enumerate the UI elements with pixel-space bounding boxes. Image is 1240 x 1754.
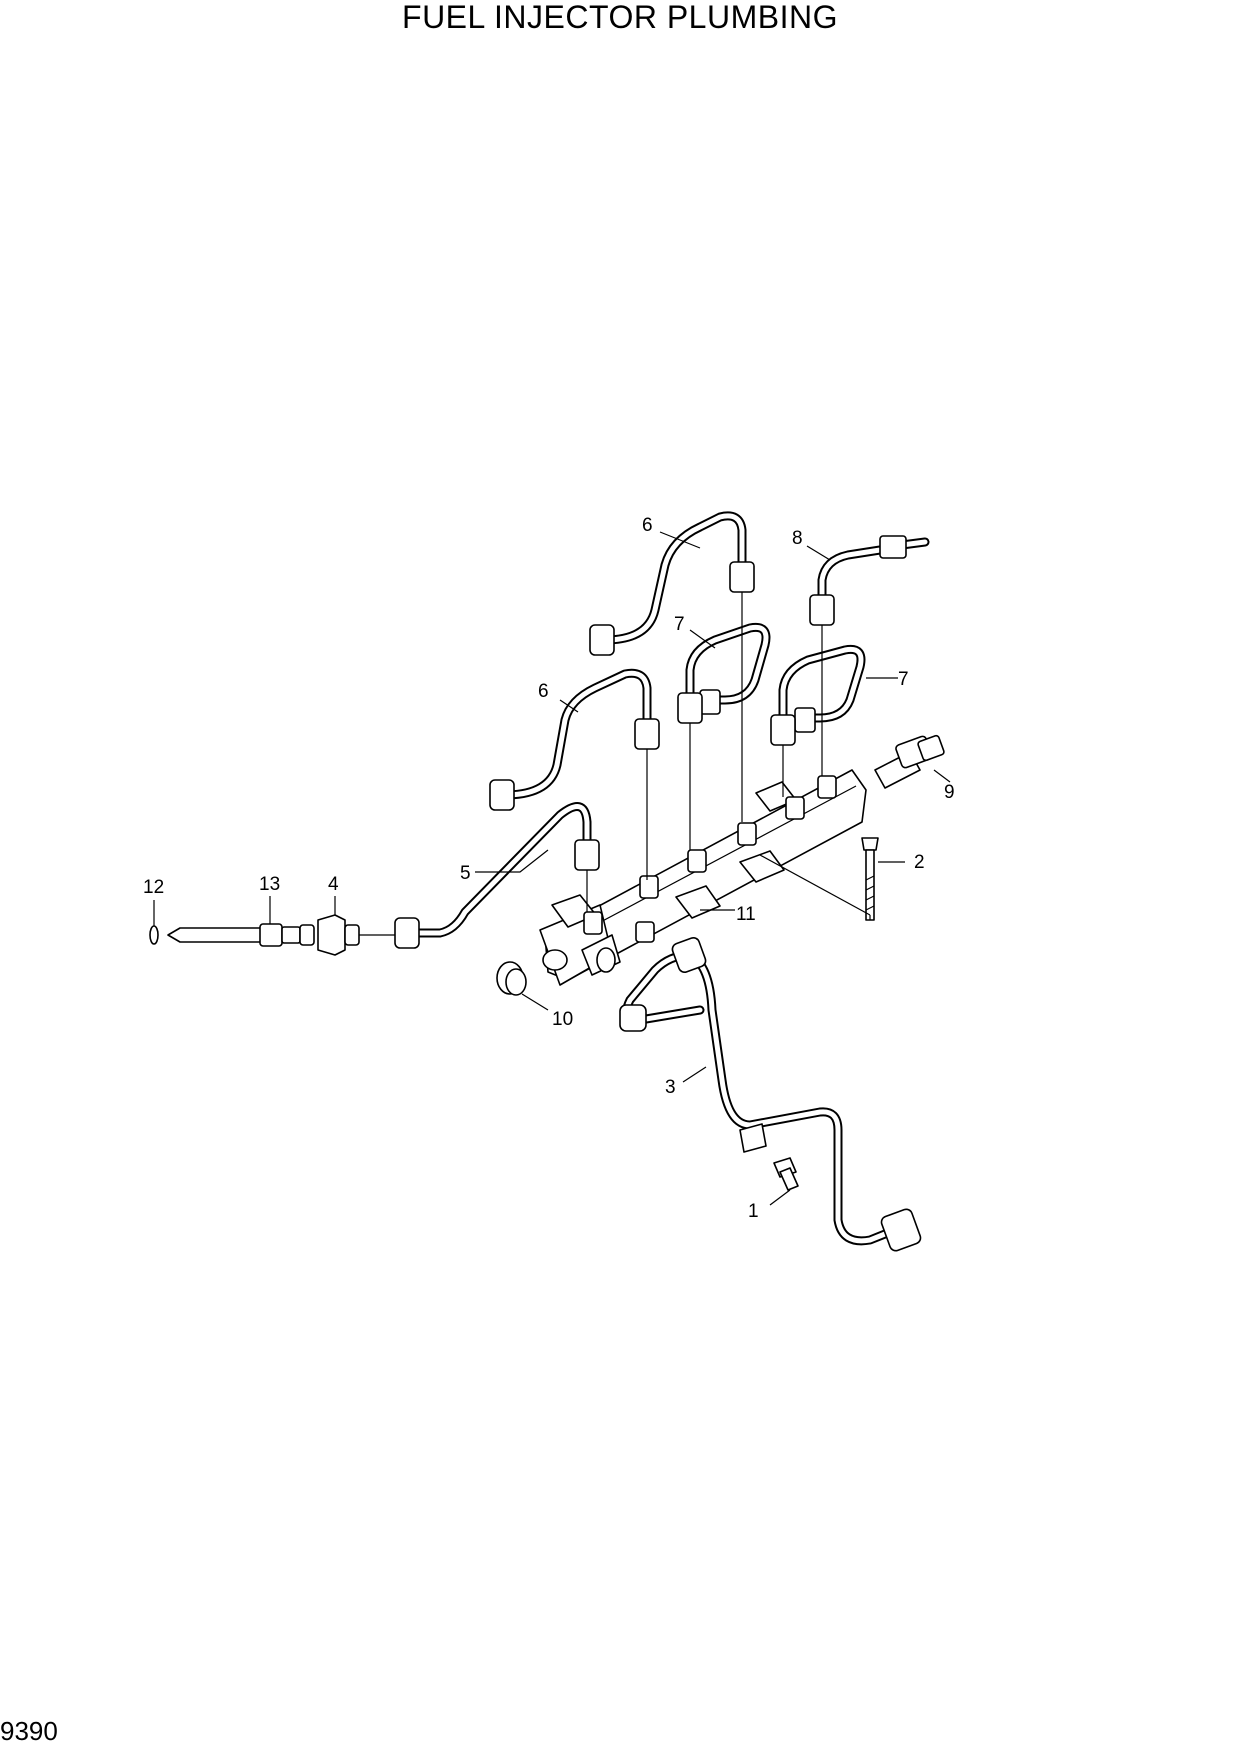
callout-13: 13	[259, 874, 280, 895]
callout-7-lower: 7	[898, 669, 909, 690]
o-ring	[149, 925, 159, 945]
callout-7-upper: 7	[674, 614, 685, 635]
connector-nut	[317, 914, 346, 956]
callout-3: 3	[665, 1077, 676, 1098]
callout-9: 9	[944, 782, 955, 803]
callout-1: 1	[748, 1201, 759, 1222]
injector-pipe-7-lower	[770, 644, 866, 746]
pressure-sensor	[874, 734, 945, 789]
injector-pipe-8	[809, 535, 930, 626]
injector-pipe-6-lower	[489, 668, 660, 811]
clamp-bolt	[773, 1157, 799, 1191]
plug	[496, 961, 527, 996]
callout-10: 10	[552, 1009, 573, 1030]
gauze-filter	[167, 927, 263, 943]
page-number: 9390	[0, 1716, 58, 1746]
callout-6-lower: 6	[538, 681, 549, 702]
common-rail	[539, 769, 867, 986]
page-title: FUEL INJECTOR PLUMBING	[402, 0, 838, 35]
callout-4: 4	[328, 874, 339, 895]
inlet-connector-parts	[149, 914, 360, 956]
callout-8: 8	[792, 528, 803, 549]
rail-ports	[583, 775, 837, 943]
callout-6-upper: 6	[642, 515, 653, 536]
high-pressure-pipe-3	[619, 937, 922, 1252]
callout-2: 2	[914, 852, 925, 873]
injector-pipe-5	[394, 802, 600, 949]
callout-12: 12	[143, 877, 164, 898]
injector-pipe-7-upper	[677, 622, 771, 724]
callout-5: 5	[460, 863, 471, 884]
callout-labels: 12 13 4 5 6 6 7 7 8 9 2 11 10 3 1	[143, 515, 955, 1222]
mounting-bolt	[861, 837, 879, 921]
callout-11: 11	[736, 904, 756, 925]
injector-pipe-6-upper	[589, 511, 755, 656]
leader-lines	[153, 531, 951, 1206]
